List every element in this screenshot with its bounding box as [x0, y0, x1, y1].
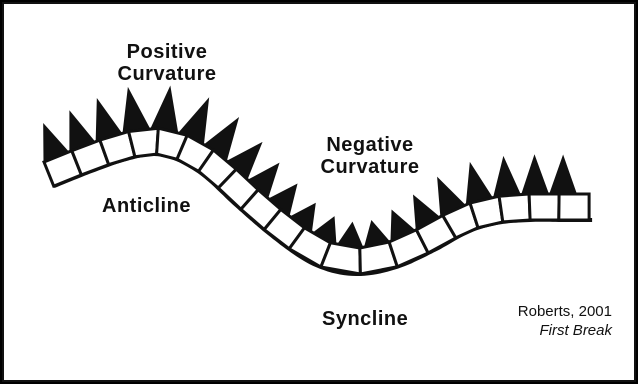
- curvature-triangle: [123, 89, 151, 136]
- anticline-label: Anticline: [102, 195, 222, 217]
- citation-journal: First Break: [518, 321, 612, 340]
- citation: Roberts, 2001 First Break: [518, 302, 612, 340]
- curvature-triangle: [521, 156, 549, 197]
- syncline-label: Syncline: [322, 308, 432, 330]
- curvature-triangle: [493, 157, 521, 199]
- curvature-triangle: [549, 156, 577, 196]
- layer-block: [559, 194, 589, 220]
- layer-block: [499, 194, 530, 222]
- negative-curvature-label: Negative Curvature: [300, 134, 440, 178]
- layer-block: [129, 128, 159, 157]
- curvature-triangle: [150, 87, 178, 134]
- layer-block: [529, 194, 559, 220]
- layer-block: [470, 196, 503, 228]
- citation-author: Roberts, 2001: [518, 302, 612, 321]
- positive-curvature-label: Positive Curvature: [102, 41, 232, 85]
